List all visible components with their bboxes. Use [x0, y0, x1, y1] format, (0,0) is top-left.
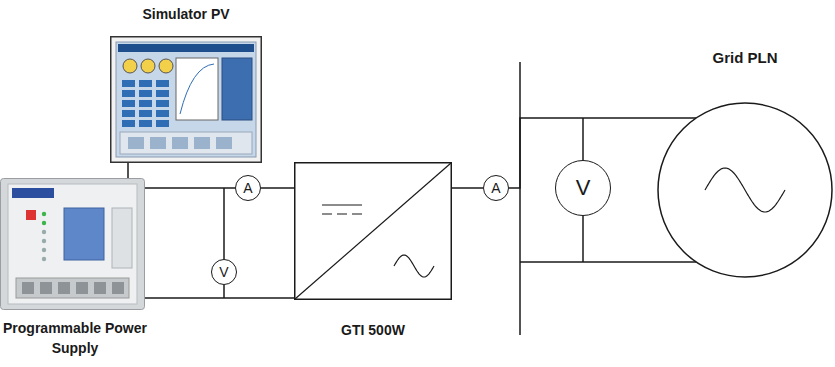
grid-circle	[658, 103, 832, 277]
node-heading: Grid PLN	[655, 48, 835, 68]
plot-panel	[176, 58, 218, 120]
wire	[145, 187, 235, 189]
voltmeter: V	[555, 160, 611, 216]
voltmeter-lead	[582, 118, 584, 160]
control-button	[122, 110, 135, 117]
front-label	[64, 208, 104, 260]
status-led	[42, 257, 46, 261]
wire	[145, 297, 294, 299]
gauge-icon	[159, 59, 173, 73]
panel-icon	[128, 137, 144, 149]
ammeter: A	[235, 175, 261, 201]
terminal-strip	[16, 278, 129, 298]
panel-icon	[150, 137, 166, 149]
panel-icon	[216, 137, 232, 149]
side-rail	[112, 208, 132, 268]
terminal-screw	[76, 282, 88, 294]
control-button	[122, 80, 135, 87]
meter-symbol: V	[576, 177, 591, 199]
supply-front	[8, 184, 137, 304]
wire	[452, 187, 483, 189]
node-heading: GTI 500W	[294, 320, 452, 340]
gauge-icon	[141, 59, 155, 73]
ac-symbol	[394, 255, 434, 277]
control-button	[156, 120, 169, 127]
brand-logo	[12, 188, 54, 198]
inverter-box-drawing	[294, 162, 452, 300]
panel-icon	[172, 137, 188, 149]
plot-curve	[180, 64, 214, 114]
terminal-screw	[94, 282, 106, 294]
control-button	[156, 80, 169, 87]
control-button	[139, 90, 152, 97]
dc-symbol	[322, 213, 362, 214]
inverter-box: GTI 500W	[294, 162, 452, 340]
voltmeter-lead	[223, 188, 225, 259]
bus-line	[519, 62, 521, 335]
screen	[116, 42, 256, 157]
power-led	[26, 210, 36, 220]
wire	[261, 187, 294, 189]
wire	[127, 163, 129, 178]
side-panel	[222, 58, 252, 120]
status-led	[42, 239, 46, 243]
inverter-outline	[295, 163, 452, 300]
control-button	[122, 90, 135, 97]
meter-symbol: V	[219, 265, 228, 279]
terminal-screw	[58, 282, 70, 294]
simulator-screen-drawing	[110, 36, 262, 163]
power-supply-drawing	[0, 178, 145, 310]
control-button	[156, 90, 169, 97]
voltmeter: V	[211, 259, 237, 285]
status-led	[42, 248, 46, 252]
status-led	[42, 221, 46, 225]
title-bar	[118, 44, 254, 52]
terminal-screw	[112, 282, 124, 294]
power-supply: Programmable Power Supply	[0, 178, 150, 358]
voltmeter-lead	[582, 216, 584, 262]
control-button	[139, 100, 152, 107]
voltmeter-lead	[223, 285, 225, 298]
supply-body	[1, 179, 145, 310]
control-button	[156, 100, 169, 107]
control-button	[156, 110, 169, 117]
node-heading: Simulator PV	[110, 4, 262, 24]
simulator-screen: Simulator PV	[110, 4, 262, 163]
status-led	[42, 230, 46, 234]
control-button	[139, 120, 152, 127]
meter-symbol: A	[491, 181, 500, 195]
control-button	[122, 100, 135, 107]
grid-wire	[520, 261, 696, 263]
ammeter: A	[483, 175, 509, 201]
terminal-screw	[22, 282, 34, 294]
screen-frame	[111, 37, 262, 163]
node-heading: Programmable Power Supply	[0, 318, 150, 358]
ac-source-symbol	[705, 168, 785, 212]
meter-symbol: A	[243, 181, 252, 195]
gauge-icon	[123, 59, 137, 73]
control-button	[139, 80, 152, 87]
control-button	[122, 120, 135, 127]
grid-source-drawing	[657, 102, 833, 278]
dc-symbol	[322, 204, 362, 205]
grid-source: Grid PLN	[655, 48, 835, 278]
status-strip	[120, 132, 252, 154]
terminal-screw	[40, 282, 52, 294]
control-button	[139, 110, 152, 117]
inverter-diagonal	[295, 163, 451, 299]
panel-icon	[194, 137, 210, 149]
status-led	[42, 212, 46, 216]
